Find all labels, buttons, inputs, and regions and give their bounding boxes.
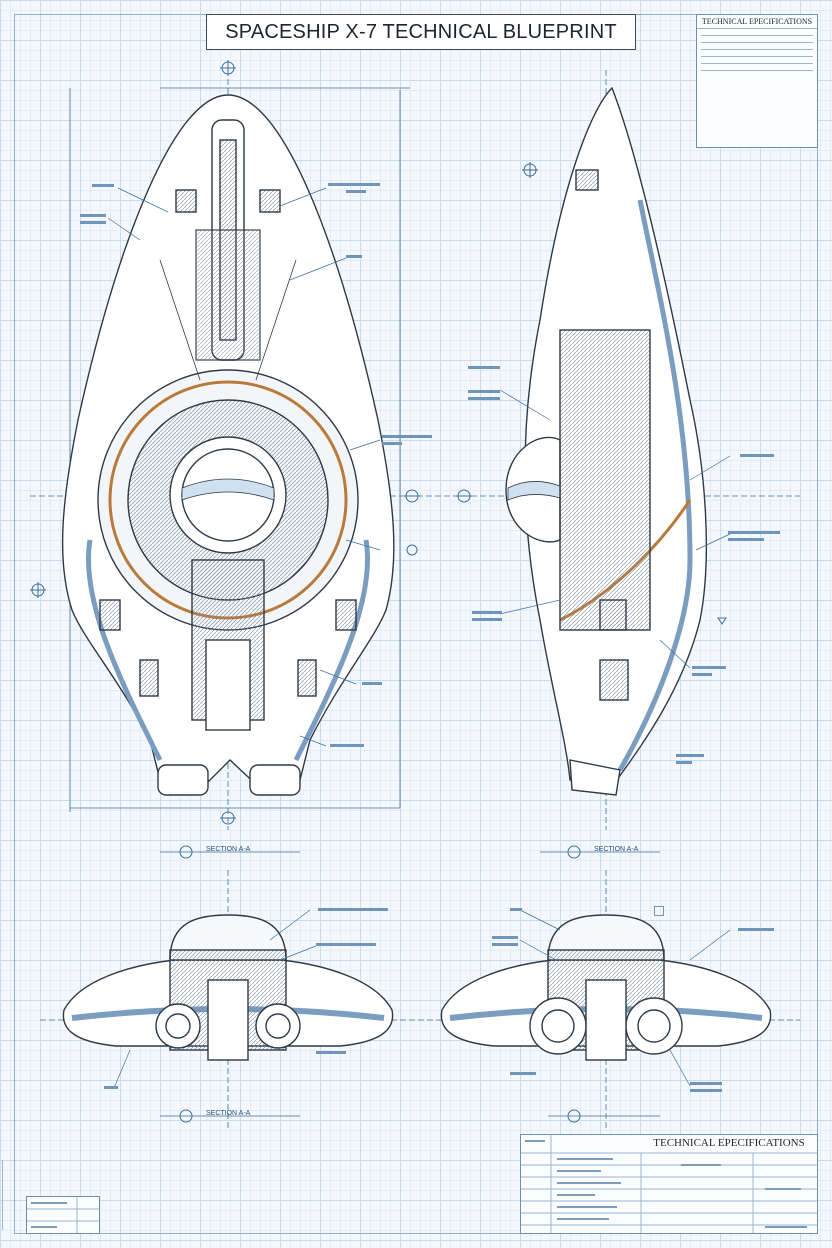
callout-label (104, 1086, 118, 1089)
spec-line (701, 35, 813, 36)
callout-label (362, 682, 382, 685)
callout-label (346, 255, 362, 258)
spec-block-top-heading: TECHNICAL EPECIFICATIONS (697, 15, 817, 29)
spec-line (701, 63, 813, 64)
callout-label (740, 454, 774, 457)
callout-label (676, 754, 704, 757)
section-label-bottom-left: SECTION A-A (206, 1110, 251, 1117)
side-margin-note (2, 1160, 13, 1230)
revision-block-lines (27, 1197, 99, 1233)
callout-label (492, 936, 518, 939)
spec-block-top: TECHNICAL EPECIFICATIONS (696, 14, 818, 148)
spec-block-bottom-heading: TECHNICAL EPECIFICATIONS (653, 1137, 805, 1149)
ship-front-view-right (440, 914, 772, 1061)
callout-label (318, 908, 388, 911)
spec-line (701, 70, 813, 71)
callout-label (468, 397, 500, 400)
ship-top-view (61, 94, 395, 796)
callout-label (690, 1082, 722, 1085)
blueprint-title: SPACESHIP X-7 TECHNICAL BLUEPRINT (206, 14, 636, 50)
callout-label (316, 1051, 346, 1054)
callout-label (492, 943, 518, 946)
spec-table-lines (521, 1135, 817, 1233)
callout-label (80, 221, 106, 224)
callout-leaders (107, 187, 731, 1089)
callout-label (468, 366, 500, 369)
callout-label (328, 183, 380, 186)
spec-line (701, 42, 813, 43)
callout-label (92, 184, 114, 187)
callout-box (654, 906, 664, 916)
spec-block-bottom: TECHNICAL EPECIFICATIONS (520, 1134, 818, 1234)
callout-label (346, 190, 366, 193)
callout-label (510, 1072, 536, 1075)
callout-label (510, 908, 522, 911)
callout-label (330, 744, 364, 747)
callout-label (382, 442, 402, 445)
callout-label (468, 390, 500, 393)
section-label-top-right: SECTION A-A (594, 846, 639, 853)
center-markers (30, 60, 581, 1123)
section-label-top-left: SECTION A-A (206, 846, 251, 853)
callout-label (676, 761, 692, 764)
spec-line (701, 56, 813, 57)
callout-label (316, 943, 376, 946)
callout-label (728, 531, 780, 534)
view-arrow-marker (717, 617, 727, 625)
callout-label (472, 611, 502, 614)
ship-front-view-left (62, 914, 394, 1061)
callout-label (738, 928, 774, 931)
spec-line (701, 49, 813, 50)
callout-label (382, 435, 432, 438)
revision-block (26, 1196, 100, 1234)
callout-label (728, 538, 764, 541)
callout-label (472, 618, 502, 621)
callout-label (80, 214, 106, 217)
callout-label (690, 1089, 722, 1092)
callout-label (692, 673, 712, 676)
ship-side-view (505, 86, 707, 796)
callout-label (692, 666, 726, 669)
